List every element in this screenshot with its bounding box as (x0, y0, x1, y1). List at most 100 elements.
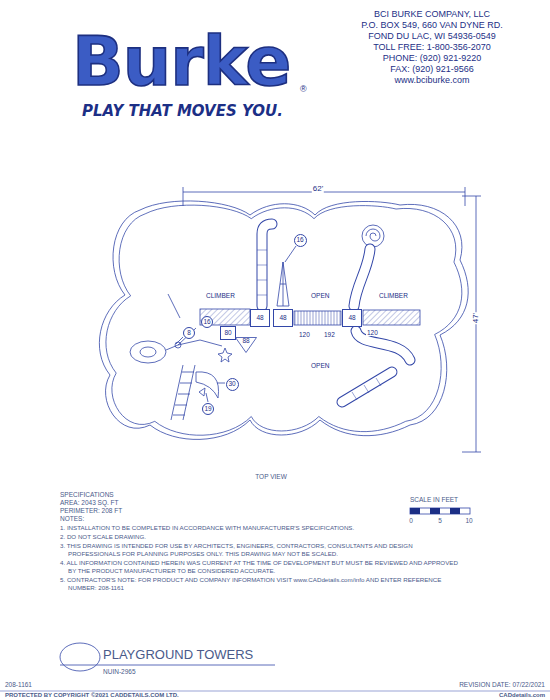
company-info: FAX: (920) 921-9566 (390, 64, 474, 74)
footer-rule (0, 691, 550, 692)
company-info: PHONE: (920) 921-9220 (383, 53, 482, 63)
deck-height: 192 (323, 331, 336, 338)
spinner-hub (140, 347, 156, 357)
deck-platform: 80 (220, 326, 236, 340)
spiral-slide-top (362, 225, 384, 247)
bridge (294, 311, 341, 325)
deck-height: 120 (298, 331, 311, 338)
rocker (196, 372, 219, 398)
scale-bar-black (410, 508, 420, 514)
tube-slide-seams (352, 378, 381, 400)
scale-title: SCALE IN FEET (410, 496, 458, 503)
node-text: 80 (224, 330, 231, 337)
climber (363, 310, 420, 325)
company-info: www.bciburke.com (394, 75, 469, 85)
star-panel (218, 348, 232, 362)
registered-mark: ® (300, 84, 307, 94)
spec-heading: SPECIFICATIONS (60, 491, 114, 498)
reference-number: 208-1161 (5, 681, 32, 688)
deck-height: 120 (366, 329, 379, 336)
dimension: 62' (312, 184, 324, 193)
company-info: BCI BURKE COMPANY, LLC (374, 9, 490, 19)
title-symbol (60, 643, 100, 671)
pole (168, 294, 180, 318)
dimension-tick (465, 187, 466, 206)
note: 5. CONTRACTOR'S NOTE: FOR PRODUCT AND CO… (60, 576, 463, 592)
scale-bar (410, 508, 470, 514)
leader-line (285, 246, 296, 262)
tube-slide-inner (356, 331, 410, 360)
tube-slide (354, 249, 370, 306)
leader-line (217, 383, 225, 384)
part-label: CLIMBER (205, 292, 236, 299)
roof-cone (277, 262, 289, 306)
node-text: 48 (348, 315, 355, 322)
drawing-number: NUIN-2965 (103, 668, 136, 675)
revision-date: REVISION DATE: 07/22/2021 (459, 681, 545, 688)
connector-rail (166, 328, 222, 350)
copyright: PROTECTED BY COPYRIGHT ©2021 CADDETAILS.… (5, 692, 179, 699)
tube-slide (356, 331, 410, 360)
scale-tick: 0 (409, 517, 413, 524)
callout-circle: 19 (202, 403, 214, 415)
scale-tick: 5 (438, 517, 442, 524)
node-text: 8 (187, 330, 191, 337)
node-text: 16 (296, 237, 303, 244)
deck-outline (236, 338, 257, 353)
scale-bar-black (430, 508, 440, 514)
title-underline (60, 665, 275, 666)
note: 2. DO NOT SCALE DRAWING. (60, 533, 463, 541)
part-label: CLIMBER (378, 292, 409, 299)
note: 4. ALL INFORMATION CONTAINED HEREIN WAS … (60, 559, 463, 575)
dimension-tick (462, 196, 481, 197)
callout-circle: 16 (294, 234, 307, 247)
scale-bar-black (450, 508, 460, 514)
node-text: 48 (256, 315, 263, 322)
note: 1. INSTALLATION TO BE COMPLETED IN ACCOR… (60, 524, 463, 532)
tube-slide-seams (257, 250, 267, 295)
leader-line (176, 337, 183, 344)
notes-heading: NOTES: (60, 515, 84, 522)
node-text: 88 (242, 338, 249, 345)
dimension-tick (462, 452, 481, 453)
deck-platform: 48 (250, 309, 270, 327)
spiral-slide-turns (366, 229, 380, 241)
spec-line: AREA: 2043 SQ. FT (60, 499, 119, 506)
deck-platform: 48 (273, 309, 293, 327)
dimension-tick (183, 187, 184, 206)
arrow-panel (199, 388, 205, 396)
tagline: PLAY THAT MOVES YOU. (82, 103, 283, 120)
part-label: OPEN (310, 362, 330, 369)
company-info: FOND DU LAC, WI 54936-0549 (368, 31, 496, 41)
ladder-slide (171, 365, 195, 420)
spinner-disk (130, 341, 166, 363)
company-info: TOLL FREE: 1-800-356-2070 (373, 42, 491, 52)
deck-platform: 88 (235, 337, 257, 353)
view-caption: TOP VIEW (255, 473, 287, 480)
dimension: 47' (471, 312, 480, 324)
note: 3. THIS DRAWING IS INTENDED FOR USE BY A… (60, 542, 463, 558)
callout-circle: 16 (201, 316, 213, 328)
callout-circle: 30 (226, 378, 239, 391)
logo: Burke (72, 28, 290, 96)
scale-tick: 10 (465, 517, 472, 524)
node-text: 19 (204, 406, 211, 413)
spec-line: PERIMETER: 208 FT (60, 507, 122, 514)
tube-slide-inner (354, 249, 370, 306)
part-label: OPEN (310, 292, 330, 299)
tube-slide-inner (342, 372, 392, 402)
callout-circle: 8 (183, 327, 195, 339)
drawing-title: PLAYGROUND TOWERS (103, 648, 253, 663)
junction (175, 342, 181, 348)
play-area-inner-outline (106, 205, 462, 435)
node-text: 16 (203, 319, 210, 326)
play-area-outline (99, 201, 468, 439)
node-text: 30 (228, 381, 235, 388)
watermark: CADdetails.com (499, 692, 545, 699)
deck-platform: 48 (342, 309, 362, 327)
company-info: P.O. BOX 549, 660 VAN DYNE RD. (361, 20, 503, 30)
leader-line (206, 393, 208, 402)
node-text: 48 (279, 315, 286, 322)
tube-slide (342, 372, 392, 402)
